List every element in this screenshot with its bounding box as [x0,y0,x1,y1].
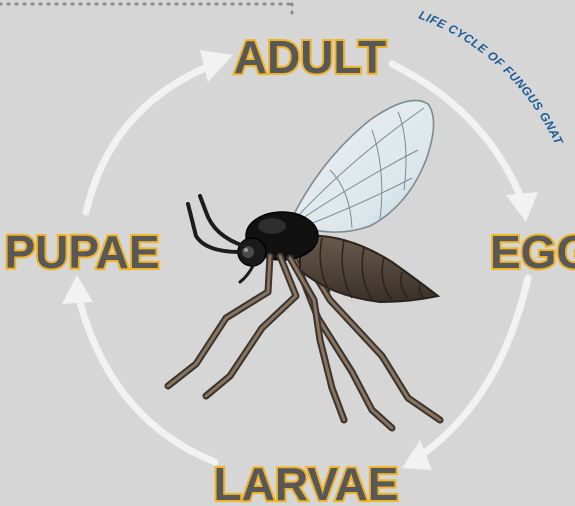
arrowhead-icon [200,50,233,82]
cycle-arrow-egg-to-larvae [420,278,528,456]
arrowhead-icon [402,440,432,470]
cycle-arrow-pupae-to-adult [86,68,205,212]
stage-label-pupae: PUPAE [4,226,159,278]
fungus-gnat-illustration [168,100,440,428]
dotted-border [0,4,292,18]
stage-label-egg: EGG [490,226,575,278]
cycle-arrow-larvae-to-pupae [78,295,215,462]
stage-label-adult: ADULT [234,31,386,83]
diagram-title: LIFE CYCLE OF FUNGUS GNAT [417,8,567,148]
stage-label-larvae: LARVAE [214,458,399,506]
arrowhead-icon [62,275,93,304]
arrowhead-icon [506,192,538,222]
diagram-title-text: LIFE CYCLE OF FUNGUS GNAT [417,8,567,148]
